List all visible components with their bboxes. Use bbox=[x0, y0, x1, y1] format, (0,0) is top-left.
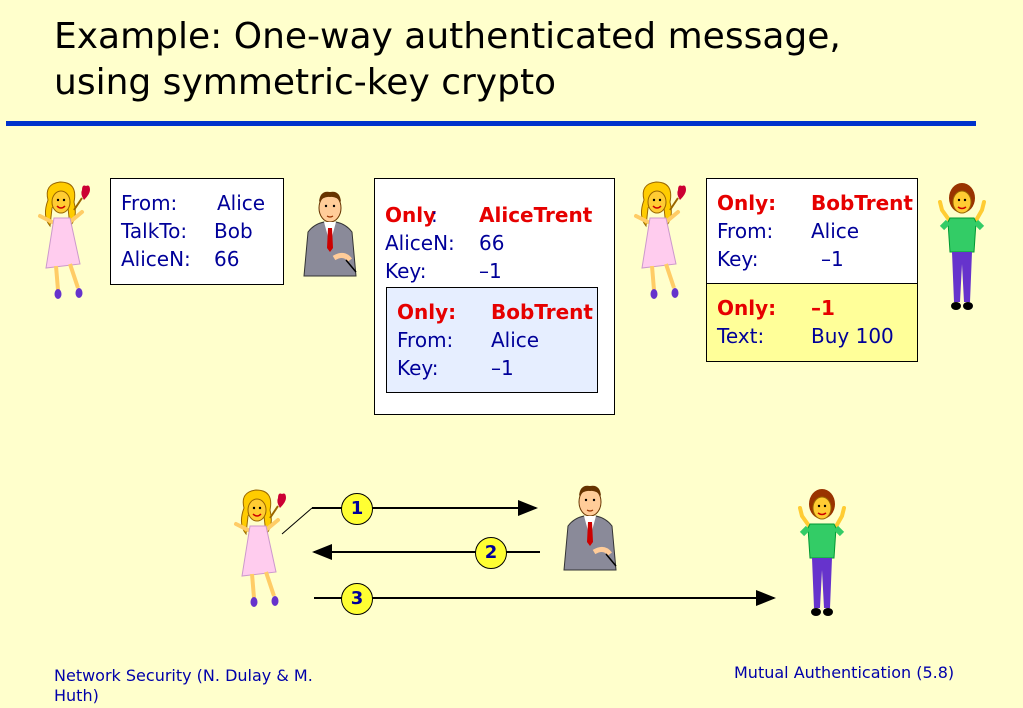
title-line-1: Example: One-way authenticated message, bbox=[54, 16, 841, 57]
field-value: 66 bbox=[479, 231, 505, 255]
field-value: BobTrent bbox=[491, 300, 593, 324]
step-1-badge: 1 bbox=[341, 493, 373, 525]
footer-right: Mutual Authentication (5.8) bbox=[734, 663, 955, 682]
inner-ticket-box: Only: BobTrent From: Alice Key: –1 bbox=[386, 287, 598, 393]
footer-left: Network Security (N. Dulay & M. Huth) bbox=[54, 666, 313, 705]
field-value: –1 bbox=[479, 259, 502, 283]
field-key: From: bbox=[121, 191, 178, 215]
title-line-2: using symmetric-key crypto bbox=[54, 62, 557, 103]
field-key: Key: bbox=[385, 259, 427, 283]
field-value: Alice bbox=[811, 219, 860, 243]
field-value: BobTrent bbox=[811, 191, 913, 215]
field-key: Only bbox=[385, 203, 437, 227]
field-value: Alice bbox=[491, 328, 540, 352]
step-3-badge: 3 bbox=[341, 583, 373, 615]
field-colon: : bbox=[431, 203, 438, 227]
field-value: –1 bbox=[821, 247, 844, 271]
arrow-1-tail bbox=[281, 507, 313, 535]
field-value: Buy 100 bbox=[811, 324, 894, 348]
field-key: Only: bbox=[397, 300, 457, 324]
field-key: AliceN: bbox=[121, 247, 191, 271]
field-key: Only: bbox=[717, 296, 777, 320]
field-value: 66 bbox=[214, 247, 240, 271]
message-box-alice-to-bob: Only: BobTrent From: Alice Key: –1 Only: –1 … bbox=[706, 178, 918, 362]
field-value: Bob bbox=[214, 219, 253, 243]
field-key: Only: bbox=[717, 191, 777, 215]
field-key: Text: bbox=[717, 324, 765, 348]
ticket-section: Only: BobTrent From: Alice Key: –1 bbox=[707, 179, 917, 284]
message-section: Only: –1 Text: Buy 100 bbox=[707, 284, 917, 361]
field-value: –1 bbox=[811, 296, 835, 320]
message-box-trent-to-alice: Only: AliceTrent AliceN: 66 Key: –1 Only: Bo… bbox=[374, 178, 615, 415]
field-key: AliceN: bbox=[385, 231, 455, 255]
field-key: Key: bbox=[397, 356, 439, 380]
slide-title: Example: One-way authenticated message, … bbox=[54, 14, 1014, 106]
message-box-alice-to-trent: From: Alice TalkTo: Bob AliceN: 66 bbox=[110, 178, 284, 285]
field-key: Key: bbox=[717, 247, 759, 271]
field-value: AliceTrent bbox=[479, 203, 593, 227]
field-value: –1 bbox=[491, 356, 514, 380]
field-key: From: bbox=[397, 328, 454, 352]
field-key: TalkTo: bbox=[121, 219, 188, 243]
field-value: Alice bbox=[217, 191, 266, 215]
title-rule bbox=[6, 121, 976, 126]
step-2-badge: 2 bbox=[475, 537, 507, 569]
field-key: From: bbox=[717, 219, 774, 243]
